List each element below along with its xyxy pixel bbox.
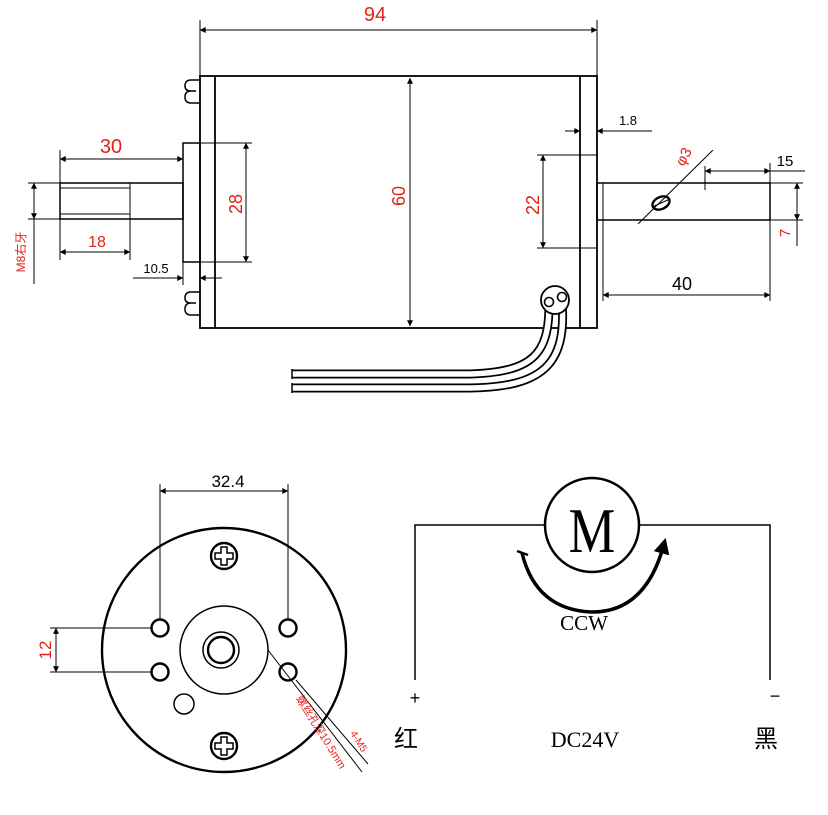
dim-rear-shaft-diameter: 7 [770, 182, 803, 246]
hole-note-leader-2 [295, 679, 369, 765]
dim-94-label: 94 [364, 4, 386, 26]
screw-top [209, 541, 239, 571]
dim-28-label: 28 [226, 194, 246, 214]
screw-head [209, 731, 239, 761]
rotation-arrow-tail [516, 549, 529, 557]
pin-hole-axis [651, 198, 671, 208]
terminal-pin-2 [556, 291, 568, 303]
hole-note: 4-M5 螺丝孔深10.5mm [267, 649, 369, 773]
screw-head [209, 541, 239, 571]
wire-2-fill [292, 301, 566, 391]
mounting-hole [278, 662, 298, 682]
rear-shaft [596, 182, 771, 221]
mounting-holes [150, 618, 298, 682]
motor-face [100, 526, 348, 774]
phillips-cross-icon [214, 736, 234, 756]
hub-bearing [202, 631, 240, 669]
dim-thread-spec: M8右牙 [13, 182, 60, 284]
hub-boss [179, 605, 269, 695]
dim-phi3-leader [637, 149, 714, 225]
side-view: 94 60 28 [13, 4, 805, 393]
hub-shaft [206, 635, 236, 665]
rotation-arrow-icon [520, 537, 670, 614]
terminal-pin-1 [543, 296, 555, 308]
dim-12-label: 12 [36, 641, 55, 660]
dim-10-5-label: 10.5 [143, 261, 168, 276]
voltage-label: DC24V [551, 727, 620, 752]
negative-lead [639, 524, 771, 680]
dim-1-8-label: 1.8 [619, 113, 637, 128]
phillips-cross-icon [214, 546, 234, 566]
motor-symbol-label: M [569, 495, 616, 566]
positive-terminal-label: + [410, 688, 421, 708]
lead-wires [291, 285, 570, 393]
dim-32-4-label: 32.4 [211, 472, 244, 491]
wire-1-outline [292, 304, 554, 379]
dim-15-label: 15 [777, 153, 794, 170]
negative-wire-color-label: 黑 [754, 726, 778, 753]
dim-18-label: 18 [88, 234, 106, 251]
dim-hole-spacing-vertical: 12 [36, 627, 151, 673]
dim-rear-shaft-length: 40 [602, 220, 771, 301]
dim-30-label: 30 [100, 136, 122, 158]
front-boss-outline [182, 142, 201, 263]
positive-lead [414, 524, 545, 680]
dim-overall-length: 94 [199, 4, 598, 76]
front-shaft [59, 182, 184, 220]
dim-m8-label: M8右牙 [13, 232, 28, 273]
dim-60-label: 60 [389, 186, 409, 206]
dim-rear-step: 1.8 [565, 113, 652, 134]
dim-7-label: 7 [777, 229, 794, 237]
mounting-hole [150, 662, 170, 682]
shaft-hub [179, 605, 269, 695]
wiring-diagram: M CCW + 红 DC24V − 黑 [394, 476, 781, 753]
dim-hole-spacing-horizontal: 32.4 [159, 472, 289, 620]
dim-pin-offset: 15 [704, 153, 805, 190]
dim-boss-width: 10.5 [133, 261, 222, 285]
mounting-hole [150, 618, 170, 638]
wire-1-fill [292, 304, 552, 377]
rear-shaft-outline [596, 182, 771, 221]
dim-22-label: 22 [523, 195, 543, 215]
dim-thread-length: 18 [59, 219, 131, 260]
front-view: 32.4 12 [36, 472, 369, 774]
rotation-label: CCW [560, 611, 608, 635]
dim-rear-boss: 22 [523, 154, 597, 249]
negative-terminal-label: − [770, 686, 781, 706]
front-bolt-bottom [184, 291, 200, 316]
dim-40-label: 40 [672, 274, 692, 294]
hole-note-leader-1 [267, 649, 363, 773]
hole-spec-label: 4-M5 [347, 729, 369, 755]
motor-symbol-circle [543, 476, 641, 574]
dim-body-diameter: 60 [389, 77, 413, 327]
dim-front-shaft-length: 30 [59, 136, 184, 260]
mounting-hole [278, 618, 298, 638]
dim-phi3-label: φ3 [672, 145, 695, 169]
positive-wire-color-label: 红 [394, 726, 418, 753]
dim-pin-hole: φ3 [637, 145, 714, 225]
front-bolt-top [184, 79, 200, 104]
vent-hole [173, 693, 195, 715]
front-boss: 28 [182, 142, 252, 263]
screw-bottom [209, 731, 239, 761]
